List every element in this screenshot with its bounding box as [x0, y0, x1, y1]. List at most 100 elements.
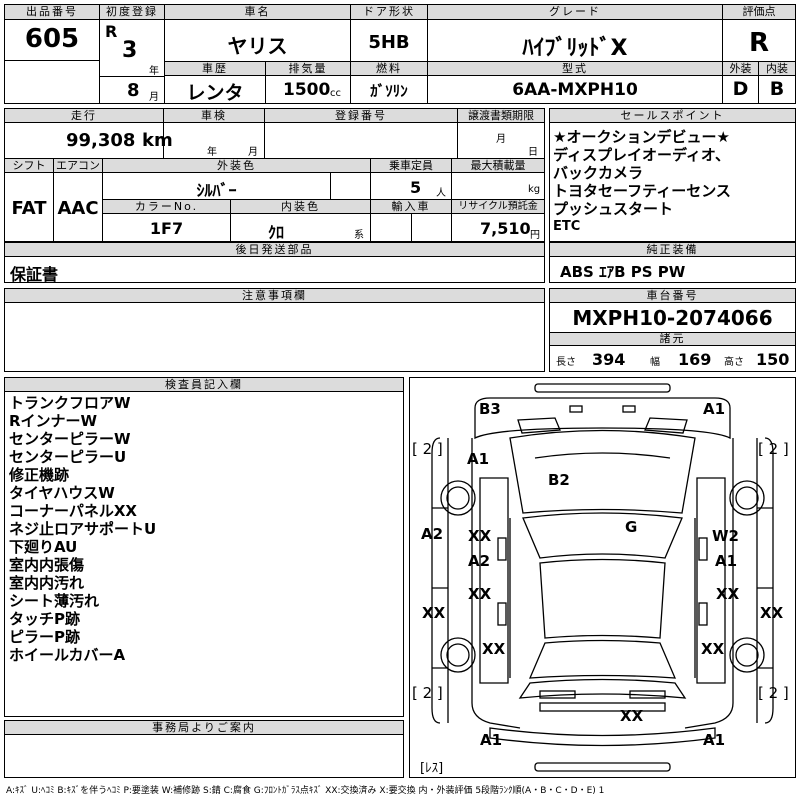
int-color-unit: 系 — [354, 230, 364, 241]
inspector-item: タッチP跡 — [9, 610, 80, 628]
inspector-item: ネジ止ロアサポートU — [9, 520, 157, 538]
ext-color-label: 外装色 — [103, 159, 370, 173]
door: 5HB — [368, 32, 410, 53]
mark-xx-lower-right: XX — [701, 640, 725, 658]
chassis-number: MXPH10-2074066 — [572, 306, 773, 330]
dims-label: 諸元 — [550, 333, 795, 346]
legend: A:ｷｽﾞ U:ﾍｺﾐ B:ｷｽﾞを伴うﾍｺﾐ P:要塗装 W:補修跡 S:錆 … — [6, 786, 605, 796]
width: 169 — [678, 350, 712, 369]
ext-color: ｼﾙﾊﾞｰ — [196, 181, 237, 200]
mark-w2: W2 — [712, 527, 739, 545]
inspector-label: 検査員記入欄 — [5, 378, 403, 392]
sales-point: ETC — [553, 219, 581, 234]
office-label: 事務局よりご案内 — [5, 721, 403, 735]
mark-xx-far-right: XX — [760, 604, 784, 622]
inspector-item: コーナーパネルXX — [9, 502, 137, 520]
ac: AAC — [57, 198, 99, 219]
inspector-item: ピラーP跡 — [9, 628, 80, 646]
inspector-item: 修正機跡 — [9, 466, 70, 484]
color-no: 1F7 — [149, 219, 184, 238]
mark-a2-left-inner: A2 — [468, 552, 491, 570]
displacement-unit: cc — [330, 88, 341, 99]
exterior-score: D — [732, 78, 749, 100]
height: 150 — [756, 350, 790, 369]
width-label: 幅 — [650, 357, 660, 368]
reg-no-label: 登録番号 — [265, 109, 457, 123]
inspector-item: 室内内張傷 — [9, 556, 85, 574]
year-unit: 年 — [149, 66, 159, 77]
inspector-item: ホイールカバーA — [9, 646, 126, 664]
chassis-label: 車台番号 — [550, 289, 795, 303]
first-reg-label: 初度登録 — [100, 5, 164, 20]
detail-block — [4, 108, 545, 242]
mark-bracket-tl: [ 2 ] — [412, 440, 443, 458]
sales-points-label: セールスポイント — [550, 109, 795, 123]
reg-year: 3 — [122, 38, 138, 63]
equipment: ABS ｴｱB PS PW — [560, 263, 686, 281]
sales-point: ディスプレイオーディオ、 — [553, 146, 731, 164]
grade-label: グレード — [428, 5, 722, 20]
mark-bracket-tr: [ 2 ] — [758, 440, 789, 458]
mileage-label: 走行 — [5, 109, 163, 123]
inspector-block — [4, 377, 404, 717]
era: R — [105, 22, 118, 41]
mileage-unit: km — [142, 130, 173, 151]
displacement-label: 排気量 — [266, 62, 350, 76]
insp-year-unit: 年 — [207, 147, 217, 158]
displacement: 1500 — [283, 80, 331, 100]
mark-a1-bottom-right: A1 — [703, 731, 726, 749]
inspection-label: 車検 — [164, 109, 264, 123]
interior-score: B — [769, 78, 785, 100]
inspector-item: トランクフロアW — [9, 394, 131, 412]
mark-b2: B2 — [548, 471, 570, 489]
max-load-unit: kg — [528, 184, 541, 195]
inspector-item: シート薄汚れ — [9, 592, 100, 610]
interior-label: 内装 — [759, 62, 795, 76]
mark-a1-top-right: A1 — [703, 400, 726, 418]
notes-label: 注意事項欄 — [5, 289, 544, 303]
mark-g: G — [625, 518, 638, 536]
later-parts-label: 後日発送部品 — [5, 243, 544, 257]
height-label: 高さ — [724, 357, 744, 368]
transfer-label: 譲渡書類期限 — [458, 109, 544, 123]
mark-xx-left-1: XX — [468, 527, 492, 545]
model-label: 型式 — [428, 62, 722, 76]
mark-xx-far-left: XX — [422, 604, 446, 622]
mileage: 99,308 — [66, 130, 136, 151]
score-label: 評価点 — [723, 5, 795, 20]
mark-a1-right-inner: A1 — [715, 552, 738, 570]
history-label: 車歴 — [165, 62, 265, 76]
mark-b3: B3 — [479, 400, 501, 418]
shift: FAT — [11, 198, 47, 219]
capacity: 5 — [410, 178, 422, 197]
month-unit: 月 — [149, 92, 159, 103]
mark-a1-bottom-left: A1 — [480, 731, 503, 749]
sales-point: ★オークションデビュー★ — [553, 128, 730, 146]
lot-number: 605 — [24, 24, 80, 54]
mark-a2-left: A2 — [421, 525, 444, 543]
later-parts: 保証書 — [10, 265, 59, 284]
header-block — [4, 4, 796, 104]
sales-point: トヨタセーフティーセンス — [553, 182, 731, 200]
recycle-label: リサイクル預託金 — [452, 200, 544, 214]
fuel: ｶﾞｿﾘﾝ — [370, 82, 408, 100]
max-load-label: 最大積載量 — [452, 159, 544, 173]
recycle: 7,510 — [480, 219, 531, 238]
shift-label: シフト — [5, 159, 53, 173]
transfer-day: 日 — [528, 147, 538, 158]
door-label: ドア形状 — [351, 5, 427, 20]
model: 6AA-MXPH10 — [512, 80, 638, 100]
lot-label: 出品番号 — [5, 5, 99, 20]
mark-xx-right-2: XX — [716, 585, 740, 603]
mark-bracket-br: [ 2 ] — [758, 684, 789, 702]
sales-points-list: ★オークションデビュー★ ディスプレイオーディオ、 バックカメラ トヨタセーフテ… — [553, 128, 731, 236]
length-label: 長さ — [556, 357, 576, 368]
import-label: 輸入車 — [371, 200, 451, 214]
transfer-month: 月 — [496, 134, 506, 145]
history: レンタ — [186, 82, 244, 104]
car-name: ヤリス — [227, 34, 288, 58]
inspector-list: トランクフロアW RインナーW センターピラーW センターピラーU 修正機跡 タ… — [9, 394, 156, 664]
length: 394 — [592, 350, 626, 369]
sales-point: バックカメラ — [553, 164, 644, 182]
inspector-item: 下廻りAU — [9, 538, 78, 556]
